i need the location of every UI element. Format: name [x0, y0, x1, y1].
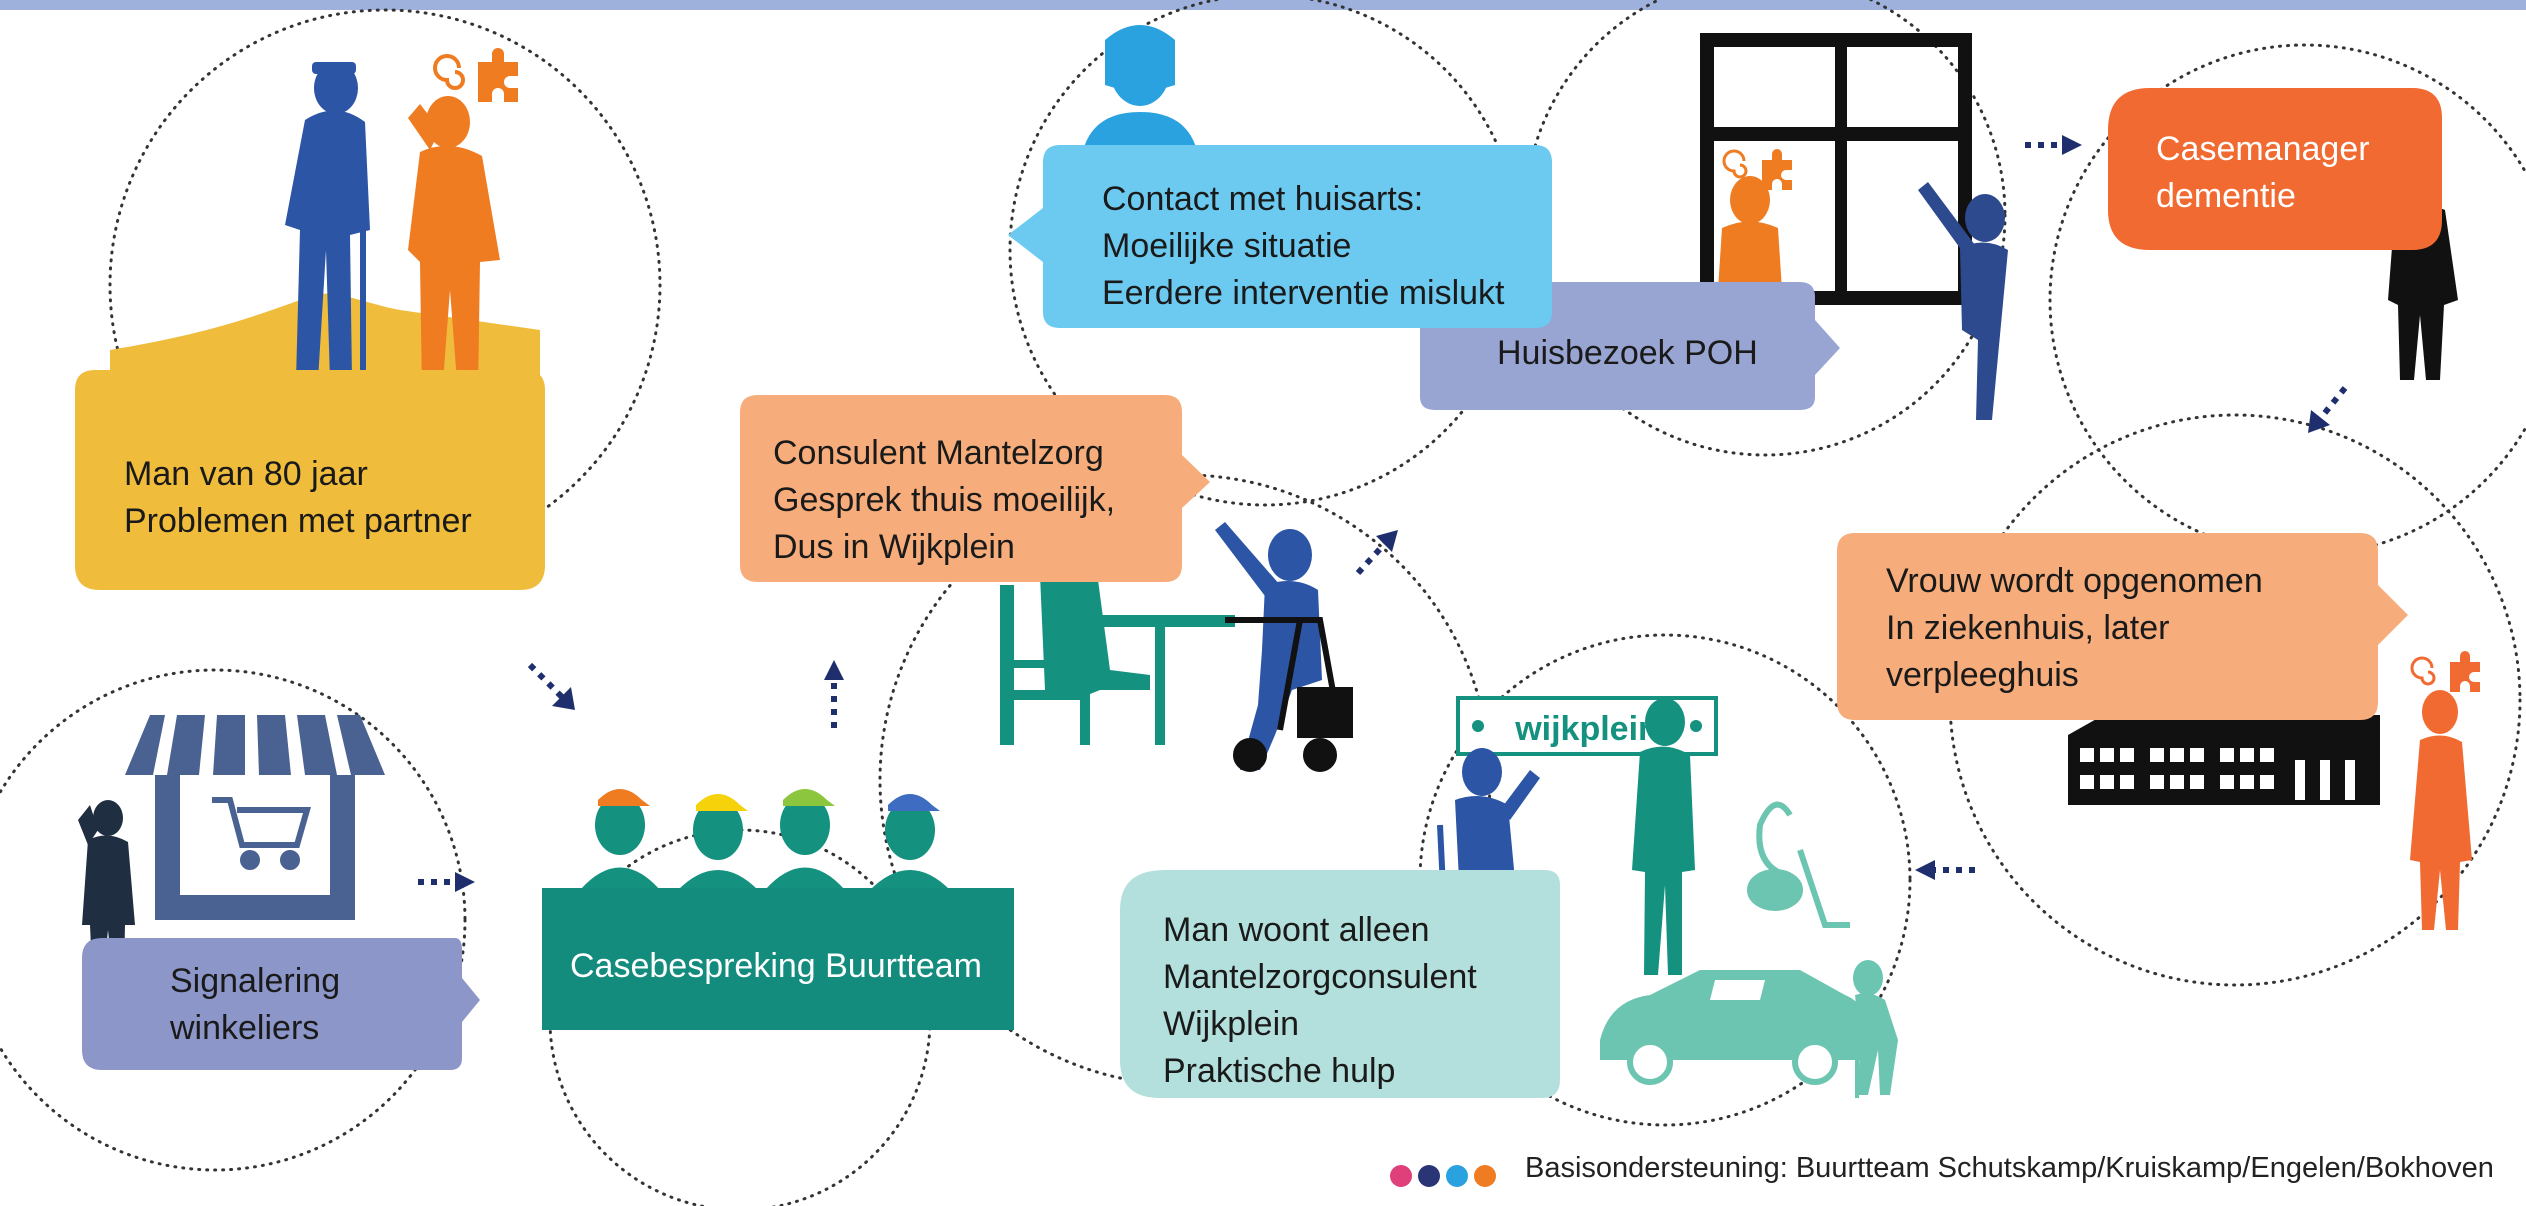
text-signalering: Signalering winkeliers	[170, 958, 340, 1052]
footer-credit: Basisondersteuning: Buurtteam Schutskamp…	[1525, 1152, 2494, 1184]
scene-verpleeghuis: verpleeghuis	[2068, 651, 2480, 930]
poh-visitor-figure	[1918, 182, 2008, 420]
box-consulent	[740, 395, 1210, 582]
top-accent-bar	[0, 0, 2526, 10]
shopping-cart-icon	[212, 797, 311, 870]
vacuum-cleaner-icon	[1747, 801, 1850, 928]
box-signalering	[82, 938, 480, 1070]
casemanager-line-1: Casemanager	[2156, 130, 2370, 168]
standing-consultant-figure	[1632, 698, 1695, 975]
footer-dots	[1390, 1165, 1496, 1187]
signalering-line-1: Signalering	[170, 962, 341, 1000]
scene-window	[1700, 33, 2008, 420]
vrouw-line-3: verpleeghuis	[1886, 656, 2079, 694]
manalleen-line-2: Mantelzorgconsulent	[1163, 958, 1477, 996]
manalleen-line-4: Praktische hulp	[1163, 1052, 1396, 1090]
box-vrouw	[1837, 533, 2408, 720]
casebespreking-line-1: Casebespreking Buurtteam	[570, 947, 983, 985]
green-cap-icon	[783, 789, 835, 806]
text-casebespreking: Casebespreking Buurtteam	[570, 943, 982, 990]
vrouw-line-1: Vrouw wordt opgenomen	[1886, 562, 2263, 600]
shopkeeper-figure	[78, 800, 135, 970]
huisbezoek-line-1: Huisbezoek POH	[1497, 334, 1758, 372]
huisarts-line-2: Moeilijke situatie	[1102, 227, 1352, 265]
rollator-walker	[1225, 617, 1353, 772]
manalleen-line-1: Man woont alleen	[1163, 911, 1430, 949]
signalering-line-2: winkeliers	[170, 1009, 320, 1047]
blue-cap-icon	[888, 794, 940, 811]
box-manalleen	[1120, 870, 1560, 1098]
old-man-figure	[285, 62, 370, 385]
confusion-icon-woman	[2410, 651, 2480, 692]
vrouw-line-2: In ziekenhuis, later	[1886, 609, 2170, 647]
consulent-line-3: Dus in Wijkplein	[773, 528, 1015, 566]
consulent-line-1: Consulent Mantelzorg	[773, 434, 1104, 472]
elderly-walking-figure	[1853, 960, 1898, 1098]
box-huisarts	[1008, 145, 1552, 328]
scene-buurtteam	[580, 789, 950, 890]
manalleen-line-3: Wijkplein	[1163, 1005, 1300, 1043]
scene-circle-shop	[0, 668, 467, 1172]
text-manalleen: Man woont alleen Mantelzorgconsulent Wij…	[1163, 907, 1477, 1095]
box-casemanager	[2108, 88, 2442, 250]
huisarts-line-1: Contact met huisarts:	[1102, 180, 1424, 218]
huisarts-line-3: Eerdere interventie mislukt	[1102, 274, 1505, 312]
text-casemanager: Casemanager dementie	[2156, 126, 2370, 220]
standing-woman-figure	[2410, 690, 2472, 930]
navy-dot	[1418, 1165, 1440, 1187]
yellow-cap-icon	[696, 794, 748, 811]
scene-shop	[78, 715, 385, 970]
awning-stripes	[153, 715, 351, 775]
pink-dot	[1390, 1165, 1412, 1187]
text-vrouw: Vrouw wordt opgenomen In ziekenhuis, lat…	[1886, 558, 2263, 699]
man80-line-1: Man van 80 jaar	[124, 455, 368, 493]
blue-dot	[1446, 1165, 1468, 1187]
partner-figure	[408, 96, 500, 395]
scene-couple	[110, 48, 540, 400]
orange-cap-icon	[598, 789, 650, 806]
casemanager-line-2: dementie	[2156, 177, 2296, 215]
wijkplein-sign-label: wijkplein	[1514, 710, 1659, 748]
car-icon	[1600, 970, 1870, 1085]
confusion-icon	[433, 48, 518, 102]
box-casebespreking	[542, 888, 1014, 1030]
text-huisarts: Contact met huisarts: Moeilijke situatie…	[1102, 176, 1505, 317]
text-huisbezoek: Huisbezoek POH	[1497, 330, 1758, 377]
consulent-line-2: Gesprek thuis moeilijk,	[773, 481, 1116, 519]
woman-in-window	[1718, 176, 1782, 290]
text-consulent: Consulent Mantelzorg Gesprek thuis moeil…	[773, 430, 1115, 571]
text-man80: Man van 80 jaar Problemen met partner	[124, 451, 472, 545]
man80-line-2: Problemen met partner	[124, 502, 472, 540]
arrow-heads	[455, 135, 2330, 892]
confusion-icon-window	[1722, 149, 1792, 190]
box-man80	[75, 370, 545, 590]
building-windows	[2080, 748, 2355, 800]
team-heads	[580, 795, 950, 890]
orange-dot	[1474, 1165, 1496, 1187]
